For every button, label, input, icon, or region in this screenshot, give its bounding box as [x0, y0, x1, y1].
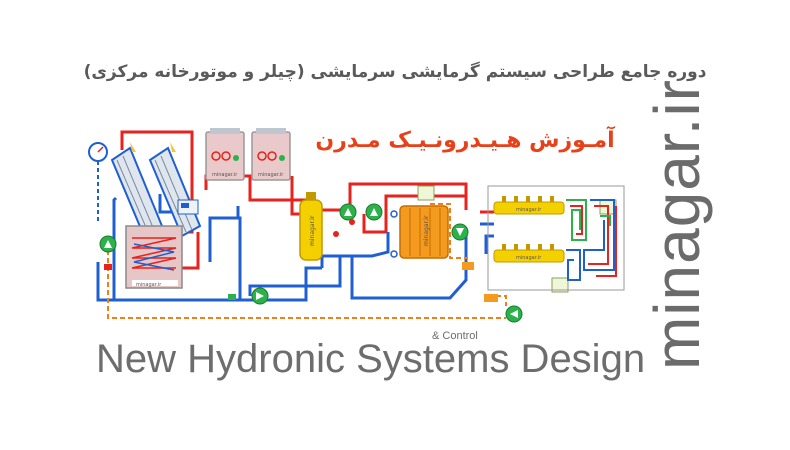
valve-icons	[104, 210, 498, 302]
floor-heating-loops	[487, 185, 625, 291]
site-logo-vertical: minagar.ir	[641, 79, 713, 370]
pump-icon	[505, 305, 523, 323]
radiator-label: minagar.ir	[423, 215, 430, 246]
boiler-left: minagar.ir	[205, 128, 245, 181]
manifold-bottom: minagar.ir	[493, 244, 565, 263]
boiler-right-label: minagar.ir	[258, 172, 284, 178]
boiler-right: minagar.ir	[251, 128, 291, 181]
pump-icons	[99, 203, 523, 323]
pump-icon	[99, 235, 117, 253]
course-subtitle-fa: آمـوزش هـیـدرونـیـک مـدرن	[315, 128, 615, 153]
course-title-fa: دوره جامع طراحی سیستم گرمایشی سرمایشی (چ…	[83, 62, 707, 82]
hydraulic-separator: minagar.ir	[299, 192, 323, 261]
pump-icon	[251, 287, 269, 305]
return-dashed-pipes	[107, 203, 507, 319]
controller-box	[177, 199, 199, 215]
tank-brand-label: minagar.ir	[136, 282, 162, 288]
radiator: minagar.ir	[399, 205, 449, 259]
separator-label: minagar.ir	[309, 215, 316, 246]
boiler-left-label: minagar.ir	[212, 172, 238, 178]
subtitle-control: & Control	[432, 330, 478, 342]
manifold-top-label: minagar.ir	[516, 207, 542, 213]
main-title-en: New Hydronic Systems Design	[96, 337, 646, 381]
manifold-top: minagar.ir	[493, 196, 565, 215]
solar-collectors	[110, 142, 202, 238]
manifold-bottom-label: minagar.ir	[516, 255, 542, 261]
pressure-gauge-icon	[88, 142, 108, 222]
pump-icon	[339, 203, 357, 221]
pump-icon	[365, 203, 383, 221]
cold-pipes	[96, 194, 494, 302]
pump-icon	[451, 223, 469, 241]
storage-tank: minagar.ir	[125, 225, 183, 289]
